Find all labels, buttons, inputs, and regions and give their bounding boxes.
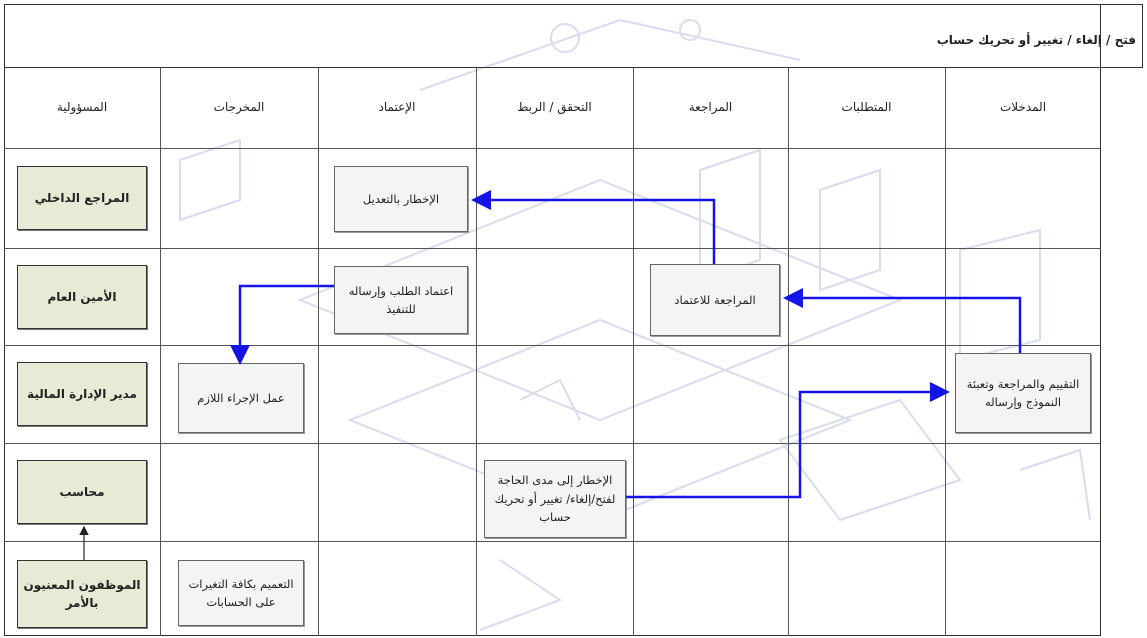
header-requirements: المتطلبات xyxy=(841,100,892,114)
header-inputs: المدخلات xyxy=(999,100,1047,114)
column-divider xyxy=(945,68,946,636)
column-divider xyxy=(476,68,477,636)
row-divider xyxy=(4,345,1101,346)
role-secretary-general: الأمين العام xyxy=(17,265,147,329)
header-outputs: المخرجات xyxy=(213,100,265,114)
chart-title: فتح / إلغاء / تغيير أو تحريك حساب xyxy=(936,33,1136,47)
role-accountant: محاسب xyxy=(17,460,147,524)
header-approval: الإعتماد xyxy=(378,100,416,114)
arrow-fill-to-review xyxy=(783,288,1022,353)
column-divider xyxy=(160,68,161,636)
step-approve-send: اعتماد الطلب وإرساله للتنفيذ xyxy=(334,266,468,334)
step-take-action: عمل الإجراء اللازم xyxy=(178,363,304,433)
role-concerned-staff: الموظفون المعنيون بالأمر xyxy=(17,560,147,628)
table-frame xyxy=(4,4,1101,636)
role-finance-director: مدير الإدارة المالية xyxy=(17,362,147,426)
arrow-approve-to-action xyxy=(230,284,334,365)
column-divider xyxy=(318,68,319,636)
column-divider xyxy=(788,68,789,636)
step-fill-review-send: التقييم والمراجعة وتعبئة النموذج وإرساله xyxy=(955,353,1091,433)
step-notify-need: الإخطار إلى مدى الحاجة لفتح/إلغاء/ تغيير… xyxy=(484,460,626,538)
row-divider xyxy=(4,541,1101,542)
header-verification: التحقق / الربط xyxy=(517,100,592,114)
step-review-approval: المراجعة للاعتماد xyxy=(650,264,780,336)
role-internal-auditor: المراجع الداخلي xyxy=(17,166,147,230)
arrow-notify-to-fill xyxy=(626,382,950,499)
header-review: المراجعة xyxy=(688,100,733,114)
step-circulate: التعميم بكافة التغيرات على الحسابات xyxy=(178,560,304,626)
row-divider xyxy=(4,248,1101,249)
column-divider xyxy=(633,68,634,636)
header-responsibility: المسؤولية xyxy=(56,100,108,114)
row-divider xyxy=(4,443,1101,444)
row-divider xyxy=(4,148,1101,149)
arrow-review-to-notify-amendment xyxy=(471,190,716,264)
step-notify-amendment: الإخطار بالتعديل xyxy=(334,166,468,232)
